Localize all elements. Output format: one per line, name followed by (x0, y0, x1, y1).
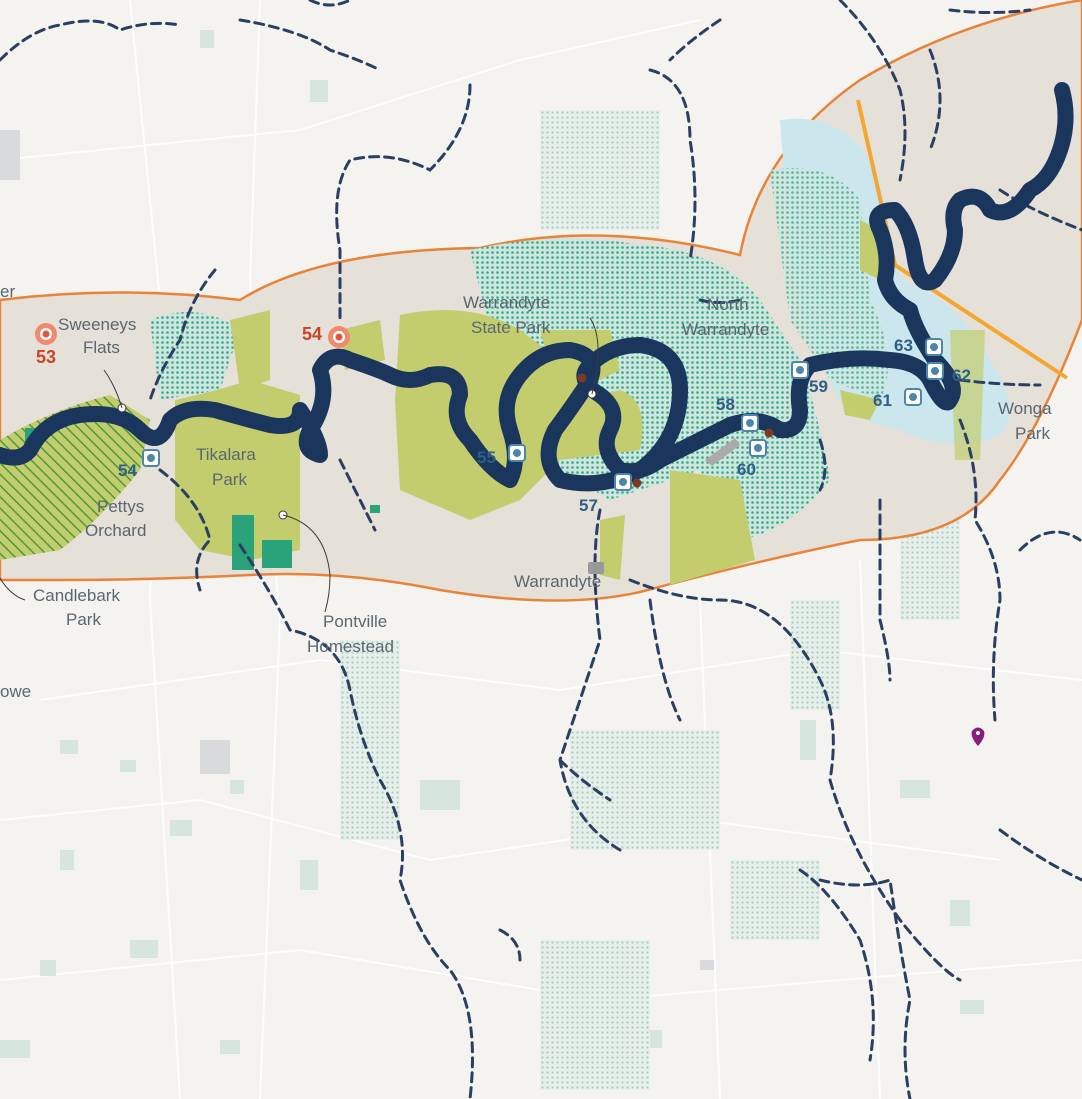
label-tikalara: Tikalara (196, 445, 256, 464)
access-number-54: 54 (118, 461, 137, 480)
label-tikalara-park: Park (212, 470, 247, 489)
access-point-62[interactable] (926, 362, 944, 380)
label-edge-er: er (0, 282, 15, 301)
label-flats: Flats (83, 338, 120, 357)
access-point-59[interactable] (791, 361, 809, 379)
site-number-54: 54 (302, 324, 322, 344)
label-warrandyte-state: Warrandyte (463, 293, 550, 312)
access-point-57[interactable] (614, 473, 632, 491)
grey-parcels (0, 130, 714, 970)
label-sweeneys: Sweeneys (58, 315, 136, 334)
label-state-park: State Park (471, 318, 551, 337)
access-number-57: 57 (579, 496, 598, 515)
place-labels: Sweeneys Flats Tikalara Park Pettys Orch… (0, 282, 1052, 701)
green-park-areas (175, 220, 985, 585)
teal-park-areas (150, 168, 888, 541)
label-pettys: Pettys (97, 497, 144, 516)
access-number-63: 63 (894, 336, 913, 355)
access-number-55: 55 (477, 448, 496, 467)
label-orchard: Orchard (85, 521, 146, 540)
access-number-59: 59 (809, 377, 828, 396)
label-warrandyte: Warrandyte (514, 572, 601, 591)
location-pin-icon[interactable] (971, 727, 985, 747)
access-point-numbers: 54 55 57 58 59 60 61 62 63 (118, 336, 971, 515)
access-point-60[interactable] (749, 439, 767, 457)
access-points (142, 338, 944, 491)
label-candlebark: Candlebark (33, 586, 120, 605)
yarra-river (0, 82, 1074, 492)
label-wonga-park: Park (1015, 424, 1050, 443)
label-edge-owe: owe (0, 682, 31, 701)
small-parcels (0, 30, 984, 1058)
access-point-58[interactable] (741, 414, 759, 432)
label-candlebark-park: Park (66, 610, 101, 629)
label-wonga: Wonga (998, 399, 1052, 418)
access-point-63[interactable] (925, 338, 943, 356)
access-number-58: 58 (716, 395, 735, 414)
municipal-boundary (856, 99, 1069, 380)
dotted-vegetation (340, 110, 960, 1090)
site-number-53: 53 (36, 347, 56, 367)
label-north-warrandyte: Warrandyte (682, 320, 769, 339)
leader-lines (0, 317, 599, 613)
access-point-54[interactable] (142, 449, 160, 467)
access-number-60: 60 (737, 460, 756, 479)
heritage-site-54-marker[interactable] (328, 326, 350, 348)
label-homestead: Homestead (307, 637, 394, 656)
label-pontville: Pontville (323, 612, 387, 631)
label-north: North (707, 295, 749, 314)
site-numbers: 53 54 (36, 324, 322, 367)
access-number-62: 62 (952, 366, 971, 385)
heritage-site-53-marker[interactable] (35, 323, 57, 345)
access-number-61: 61 (873, 391, 892, 410)
access-point-55[interactable] (508, 444, 526, 462)
access-point-61[interactable] (904, 388, 922, 406)
